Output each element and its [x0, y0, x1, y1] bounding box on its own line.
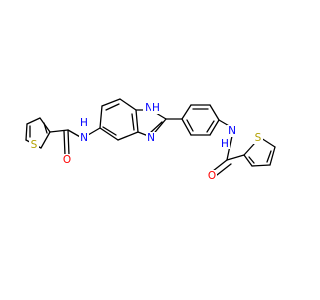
- nitrogen-atom-left-amide: N: [80, 132, 88, 144]
- bond: [212, 159, 228, 172]
- molecule-structure: S O N H N H N N H O S: [25, 98, 276, 182]
- oxygen-atom-right: O: [208, 170, 216, 182]
- nitrogen-atom-imidazole-nh: N: [145, 102, 153, 114]
- bond: [135, 109, 139, 133]
- hydrogen-atom-left-amide: H: [80, 117, 88, 129]
- bond: [99, 105, 103, 129]
- hydrogen-atom-right-amide: H: [221, 138, 229, 150]
- bond: [243, 154, 253, 167]
- nitrogen-atom-imidazole: N: [147, 132, 155, 144]
- bond: [251, 164, 271, 167]
- sulfur-atom-left: S: [31, 139, 38, 151]
- bond: [206, 120, 215, 133]
- bond: [243, 143, 255, 156]
- bond: [186, 119, 194, 132]
- hydrogen-atom-imidazole-nh: H: [152, 102, 160, 114]
- bond: [226, 154, 245, 161]
- bond: [49, 129, 69, 133]
- bond: [149, 121, 163, 134]
- bond: [181, 104, 192, 120]
- bond: [63, 130, 66, 156]
- bond: [269, 146, 276, 166]
- bond: [101, 98, 121, 107]
- bond: [43, 122, 48, 134]
- nitrogen-atom-right-amide: N: [228, 125, 236, 137]
- bond: [105, 103, 120, 111]
- bond: [102, 126, 117, 136]
- bond: [26, 117, 41, 125]
- bond: [209, 119, 220, 136]
- bond: [117, 131, 139, 141]
- bond: [248, 156, 255, 164]
- bond: [25, 123, 28, 141]
- bond-layer: [25, 98, 276, 176]
- bond: [181, 118, 192, 136]
- oxygen-atom-left: O: [63, 154, 71, 166]
- bond: [119, 98, 137, 111]
- bond: [99, 127, 119, 141]
- bond: [40, 131, 51, 149]
- bond: [260, 137, 276, 148]
- atom-label-layer: S O N H N H N N H O S: [29, 102, 263, 182]
- sulfur-atom-right: S: [255, 132, 262, 144]
- bond: [131, 113, 135, 131]
- bond: [216, 163, 232, 176]
- bond: [67, 129, 70, 156]
- bond: [209, 104, 220, 121]
- bond: [87, 127, 101, 136]
- bond: [266, 150, 272, 163]
